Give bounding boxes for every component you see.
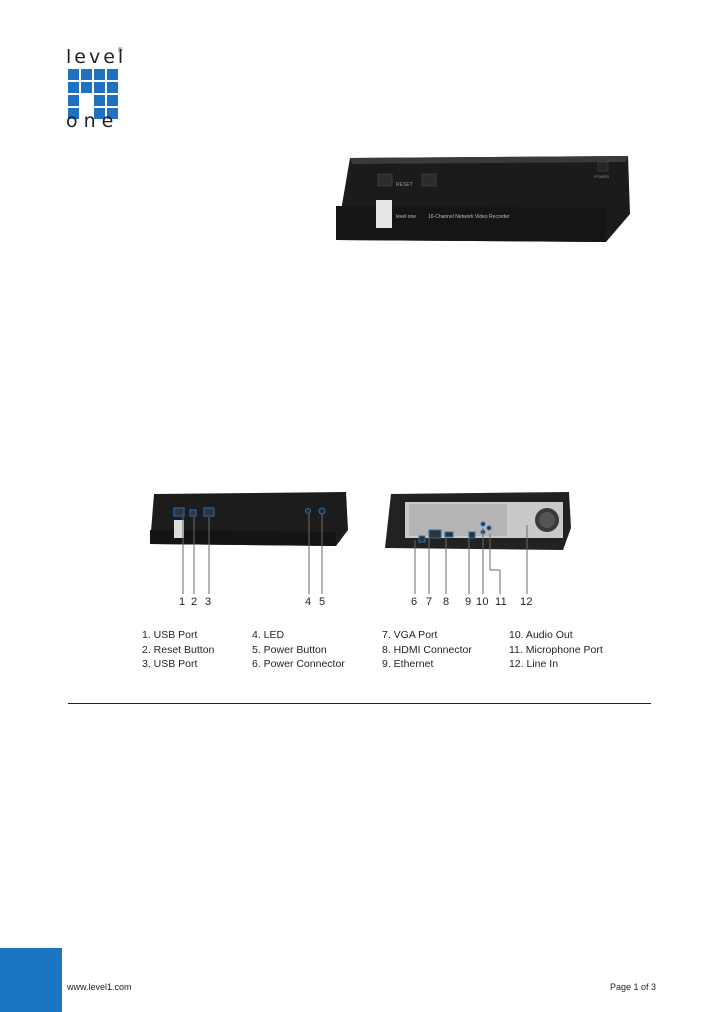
- callout-11: 11: [495, 596, 508, 608]
- section-divider: [68, 703, 651, 704]
- callout-7: 7: [426, 596, 433, 608]
- corner-accent-shade: [8, 960, 54, 1004]
- callout-10: 10: [476, 596, 489, 608]
- logo-word-one: one: [66, 110, 120, 132]
- legend-item: 7. VGA Port: [382, 629, 438, 641]
- callout-4: 4: [305, 596, 312, 608]
- legend-item: 1. USB Port: [142, 629, 198, 641]
- callout-5: 5: [319, 596, 326, 608]
- nvr-rear-panel-photo: [385, 492, 571, 550]
- logo-registered-mark: ®: [118, 48, 123, 54]
- callout-1: 1: [179, 596, 186, 608]
- logo-word-level: level: [66, 46, 127, 68]
- legend-item: 11. Microphone Port: [509, 643, 603, 656]
- legend-item: 6. Power Connector: [252, 658, 345, 670]
- footer-website-link[interactable]: www.level1.com: [67, 982, 132, 992]
- legend-item: 3. USB Port: [142, 658, 198, 670]
- legend-item: 4. LED: [252, 629, 285, 641]
- legend-item: 8. HDMI Connector: [382, 643, 472, 656]
- front-reset-label: RESET: [396, 182, 413, 188]
- legend-item: 12. Line In: [509, 658, 559, 670]
- callout-3: 3: [205, 596, 212, 608]
- callout-9: 9: [465, 596, 472, 608]
- nvr-front-panel-photo: [150, 492, 348, 546]
- front-brand-text: level one: [396, 214, 416, 220]
- legend-item: 5. Power Button: [252, 643, 327, 656]
- front-model-text: 16-Channel Network Video Recorder: [428, 214, 510, 220]
- callout-2: 2: [191, 596, 198, 608]
- footer-page-number: Page 1 of 3: [610, 982, 657, 992]
- callout-6: 6: [411, 596, 418, 608]
- front-power-label: POWER: [594, 174, 609, 179]
- legend-column-4: 10. Audio Out 11. Microphone Port 12. Li…: [509, 628, 603, 672]
- callout-8: 8: [443, 596, 450, 608]
- legend-item: 10. Audio Out: [509, 629, 573, 641]
- callout-12: 12: [520, 596, 533, 608]
- levelone-logo: level ® one: [66, 46, 127, 132]
- legend-item: 2. Reset Button: [142, 643, 215, 656]
- legend-column-3: 7. VGA Port 8. HDMI Connector 9. Etherne…: [382, 628, 472, 672]
- corner-accent-block: [0, 948, 62, 1012]
- legend-column-2: 4. LED 5. Power Button 6. Power Connecto…: [252, 628, 345, 672]
- nvr-front-photo: RESET POWER level one 16-Channel Network…: [336, 156, 630, 242]
- legend-item: 9. Ethernet: [382, 658, 434, 670]
- legend-column-1: 1. USB Port 2. Reset Button 3. USB Port: [142, 628, 214, 672]
